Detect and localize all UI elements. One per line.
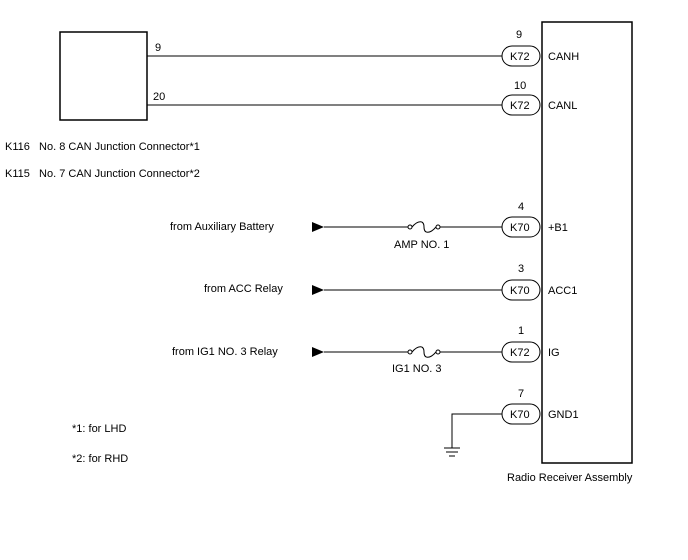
- arrow-ig1-relay: [312, 347, 324, 357]
- connector-pill-canl: [501, 94, 541, 116]
- b1-circuit: from Auxiliary Battery AMP NO. 1 4 K70 +…: [170, 201, 568, 251]
- fuse-amp-no1: [411, 221, 437, 233]
- fuse-label-amp: AMP NO. 1: [394, 239, 449, 251]
- connector-label-canl: K72: [510, 100, 530, 112]
- fuse-terminal-left-amp: [407, 224, 413, 230]
- connector-pill-gnd1: [501, 403, 541, 425]
- can-junction-connector-box: [59, 31, 148, 121]
- signal-label-b1: +B1: [548, 222, 568, 234]
- connector-label-canh: K72: [510, 51, 530, 63]
- canh-circuit: 9 K72 CANH: [147, 29, 579, 67]
- fuse-ig1-no3: [411, 346, 437, 358]
- arrow-aux-battery: [312, 222, 324, 232]
- radio-receiver-box: [541, 21, 633, 464]
- note-rhd: *2: for RHD: [72, 453, 128, 465]
- source-acc-relay: from ACC Relay: [204, 283, 283, 295]
- arrow-acc-relay: [312, 285, 324, 295]
- fuse-label-ig1: IG1 NO. 3: [392, 363, 442, 375]
- signal-label-gnd1: GND1: [548, 409, 579, 421]
- pin-number-canh: 9: [516, 29, 522, 41]
- ground-icon: [444, 447, 460, 457]
- connector-label-gnd1: K70: [510, 409, 530, 421]
- connector-pill-acc1: [501, 279, 541, 301]
- signal-label-acc1: ACC1: [548, 285, 577, 297]
- gnd1-circuit: 7 K70 GND1: [444, 388, 579, 457]
- connector-pill-b1: [501, 216, 541, 238]
- pin-number-gnd1: 7: [518, 388, 524, 400]
- connector-label-b1: K70: [510, 222, 530, 234]
- canl-circuit: 10 K72 CANL: [147, 80, 577, 116]
- acc1-circuit: from ACC Relay 3 K70 ACC1: [204, 263, 577, 301]
- note-lhd: *1: for LHD: [72, 423, 126, 435]
- fuse-terminal-right-amp: [435, 224, 441, 230]
- signal-label-canh: CANH: [548, 51, 579, 63]
- fuse-terminal-left-ig1: [407, 349, 413, 355]
- pin-number-canl: 10: [514, 80, 526, 92]
- signal-label-ig: IG: [548, 347, 560, 359]
- junction-pin-canh: 9: [155, 42, 161, 54]
- pin-number-b1: 4: [518, 201, 524, 213]
- source-ig1-relay: from IG1 NO. 3 Relay: [172, 346, 278, 358]
- ig-circuit: from IG1 NO. 3 Relay IG1 NO. 3 1 K72 IG: [172, 325, 560, 375]
- radio-receiver-label: Radio Receiver Assembly: [507, 472, 633, 484]
- label-k115: K115 No. 7 CAN Junction Connector*2: [5, 168, 200, 180]
- pin-number-acc1: 3: [518, 263, 524, 275]
- connector-label-acc1: K70: [510, 285, 530, 297]
- connector-pill-ig: [501, 341, 541, 363]
- connector-pill-canh: [501, 45, 541, 67]
- connector-label-ig: K72: [510, 347, 530, 359]
- label-k116: K116 No. 8 CAN Junction Connector*1: [5, 141, 200, 153]
- fuse-terminal-right-ig1: [435, 349, 441, 355]
- pin-number-ig: 1: [518, 325, 524, 337]
- source-aux-battery: from Auxiliary Battery: [170, 221, 274, 233]
- junction-pin-canl: 20: [153, 91, 165, 103]
- signal-label-canl: CANL: [548, 100, 577, 112]
